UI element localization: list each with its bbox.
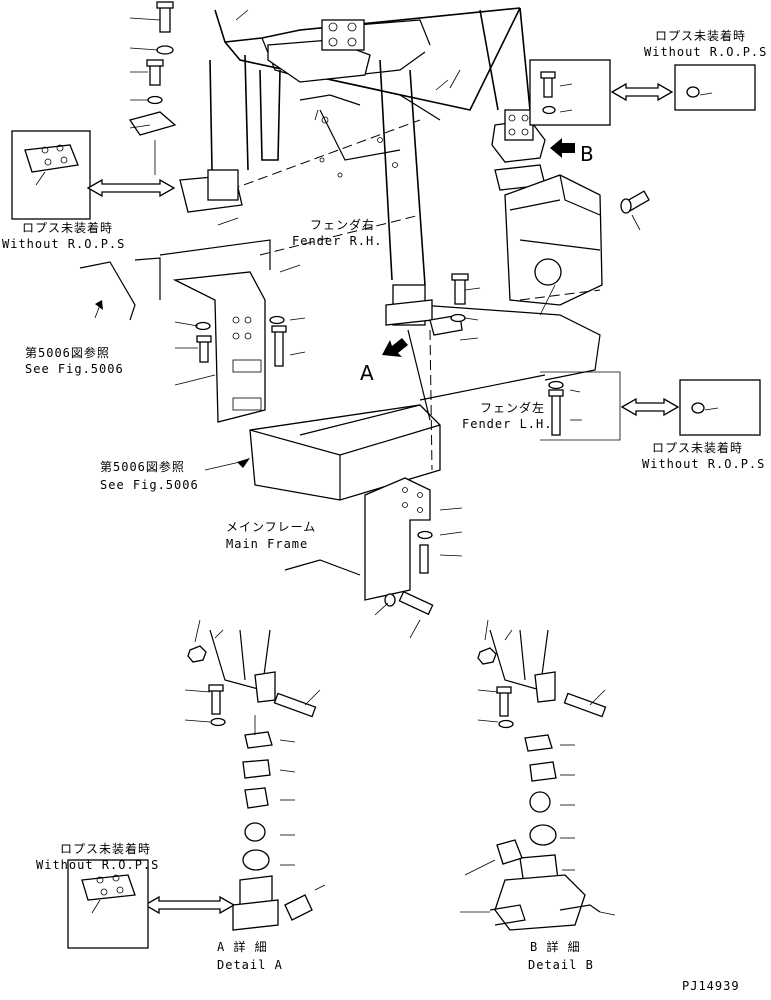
main-frame xyxy=(249,304,601,601)
top-mount-block xyxy=(267,19,371,83)
label-main-frame-en: Main Frame xyxy=(226,537,308,551)
inset-without-rops-left xyxy=(11,130,91,220)
inset-without-rops-bottom xyxy=(67,859,149,949)
detail-b-parts xyxy=(460,619,616,931)
text-labels: ロプス未装着時 Without R.O.P.S ロプス未装着時 Without … xyxy=(2,28,767,993)
drawing-number: PJ14939 xyxy=(682,979,740,993)
view-arrows xyxy=(94,138,575,471)
label-without-rops-en-right: Without R.O.P.S xyxy=(642,457,765,471)
label-see-fig-jp-2: 第5006図参照 xyxy=(100,459,185,474)
label-view-b: B xyxy=(580,142,594,166)
label-fender-rh-en: Fender R.H. xyxy=(292,234,382,248)
label-detail-b-jp: B 詳 細 xyxy=(530,939,581,954)
label-see-fig-jp-1: 第5006図参照 xyxy=(25,345,110,360)
double-arrows xyxy=(86,82,680,915)
label-without-rops-en-top-right: Without R.O.P.S xyxy=(644,45,767,59)
label-without-rops-jp-top-right: ロプス未装着時 xyxy=(655,28,746,43)
fender-lh-box xyxy=(504,174,603,306)
label-detail-b-en: Detail B xyxy=(528,958,594,972)
label-detail-a-en: Detail A xyxy=(217,958,283,972)
label-fender-lh-en: Fender L.H. xyxy=(462,417,552,431)
leader-lines xyxy=(129,9,641,639)
label-without-rops-jp-bottom: ロプス未装着時 xyxy=(60,841,151,856)
label-without-rops-en-left: Without R.O.P.S xyxy=(2,237,125,251)
label-without-rops-en-bottom: Without R.O.P.S xyxy=(36,858,159,872)
label-without-rops-jp-right: ロプス未装着時 xyxy=(652,440,743,455)
label-fender-rh-jp: フェンダ右 xyxy=(310,217,375,232)
left-bracket-assembly xyxy=(79,169,271,423)
right-top-mount xyxy=(491,109,546,191)
label-view-a: A xyxy=(360,361,374,385)
bolt-stack-upper-left xyxy=(128,1,177,175)
inset-without-rops-right xyxy=(679,379,761,436)
label-see-fig-en-2: See Fig.5006 xyxy=(100,478,199,492)
inset-bolt-right xyxy=(540,371,621,441)
label-see-fig-en-1: See Fig.5006 xyxy=(25,362,124,376)
label-detail-a-jp: A 詳 細 xyxy=(217,939,268,954)
label-main-frame-jp: メインフレーム xyxy=(226,520,316,534)
inset-bolt-upper-right xyxy=(529,59,611,126)
inset-without-rops-upper-right xyxy=(674,64,756,111)
bolt-stack-center xyxy=(195,190,650,616)
label-fender-lh-jp: フェンダ左 xyxy=(480,400,545,415)
label-without-rops-jp-left: ロプス未装着時 xyxy=(22,220,113,235)
detail-a-parts xyxy=(184,619,326,931)
